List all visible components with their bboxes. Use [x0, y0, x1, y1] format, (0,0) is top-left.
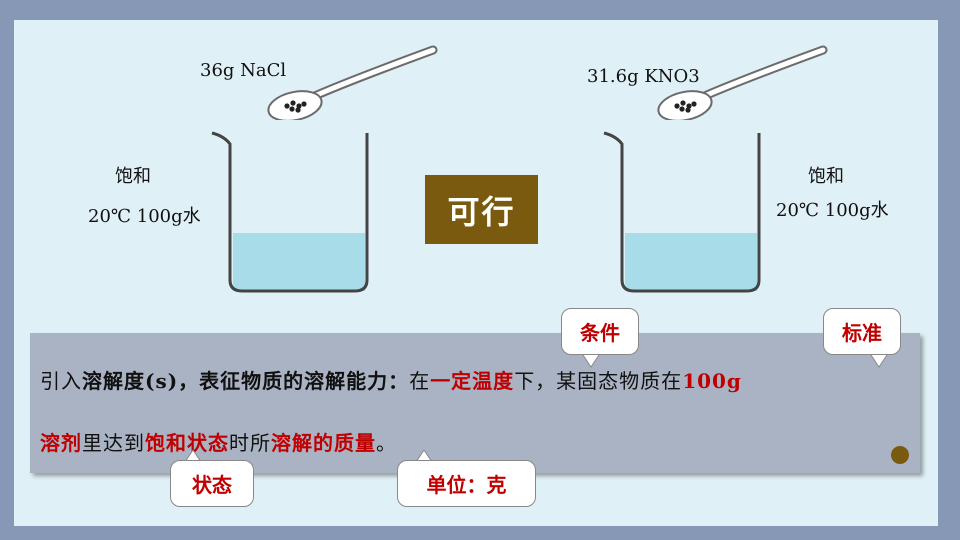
callout-condition: 条件 — [561, 308, 639, 355]
left-condition-label: 20℃ 100g水 — [88, 206, 201, 227]
def-highlight: 溶剂 — [40, 431, 82, 455]
def-text: 时所 — [229, 431, 271, 455]
def-text-bold: 溶解度(s)，表征物质的溶解能力： — [82, 369, 410, 393]
definition-line-2: 溶剂里达到饱和状态时所溶解的质量。 — [40, 427, 397, 456]
def-highlight: 一定温度 — [430, 369, 515, 393]
left-solute-label: 36g NaCl — [200, 60, 287, 81]
def-highlight: 100g — [682, 369, 742, 393]
def-text: 。 — [376, 431, 397, 455]
right-condition-label: 20℃ 100g水 — [776, 200, 889, 221]
beaker-right — [603, 131, 761, 293]
spoon-left-icon — [267, 45, 438, 120]
feasible-badge: 可行 — [425, 175, 538, 244]
callout-standard: 标准 — [823, 308, 901, 355]
definition-line-1: 引入溶解度(s)，表征物质的溶解能力：在一定温度下，某固态物质在100g — [40, 365, 742, 394]
spoon-right-icon — [657, 45, 828, 120]
def-text: 里达到 — [82, 431, 145, 455]
definition-box: 引入溶解度(s)，表征物质的溶解能力：在一定温度下，某固态物质在100g 溶剂里… — [30, 333, 920, 473]
def-highlight: 溶解的质量 — [271, 431, 376, 455]
callout-unit: 单位：克 — [397, 460, 536, 507]
def-highlight: 饱和状态 — [145, 431, 229, 455]
beaker-left — [211, 131, 369, 293]
right-state-label: 饱和 — [808, 166, 844, 187]
def-text: 引入 — [40, 369, 82, 393]
right-solute-label: 31.6g KNO3 — [587, 66, 700, 87]
left-state-label: 饱和 — [115, 166, 151, 187]
callout-state: 状态 — [170, 460, 254, 507]
def-text: 下，某固态物质在 — [514, 369, 683, 393]
bullet-dot — [891, 446, 909, 464]
def-text: 在 — [409, 369, 431, 393]
